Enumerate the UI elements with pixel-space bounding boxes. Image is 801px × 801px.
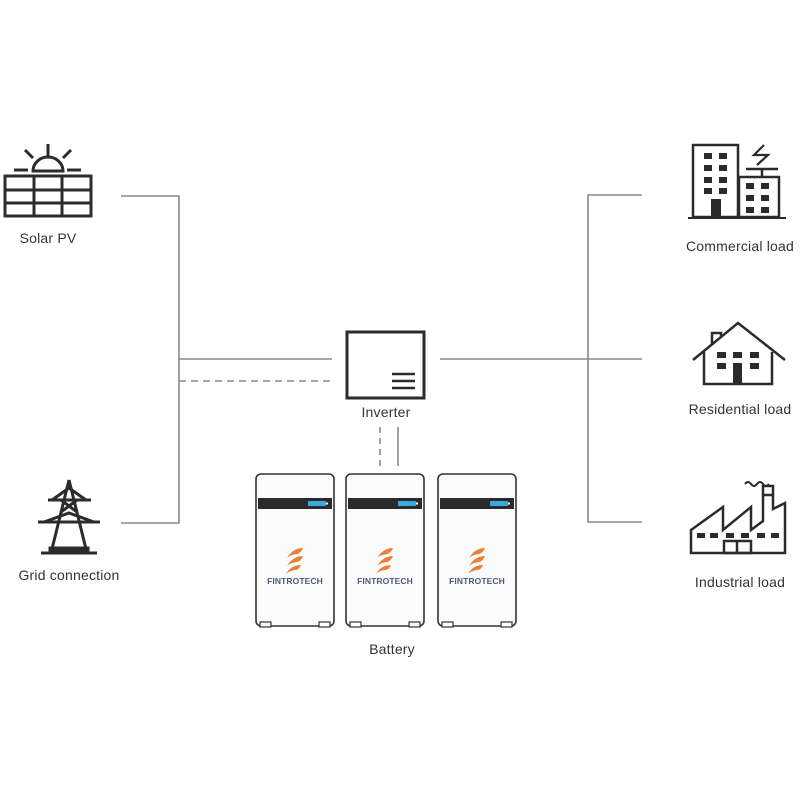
brand-logo-stroke-top	[469, 548, 485, 558]
inverter-label: Inverter	[361, 404, 411, 420]
brand-logo-stroke-bottom	[468, 565, 483, 574]
brand-logo-stroke-top	[287, 548, 303, 558]
residential-load-label: Residential load	[688, 401, 792, 417]
battery-level-indicator-icon	[308, 501, 326, 506]
commercial-building-icon	[688, 143, 786, 219]
battery-foot-right	[408, 621, 421, 628]
solar-pv-label: Solar PV	[19, 230, 77, 246]
battery-level-indicator-icon	[490, 501, 508, 506]
brand-logo-stroke-mid	[287, 556, 303, 566]
battery-unit	[255, 473, 335, 628]
battery-foot-right	[318, 621, 331, 628]
battery-label: Battery	[369, 641, 415, 657]
brand-logo-stroke-top	[377, 548, 393, 558]
brand-logo-stroke-mid	[377, 556, 393, 566]
battery-unit	[437, 473, 517, 628]
brand-logo-stroke-mid	[469, 556, 485, 566]
industrial-factory-icon	[689, 481, 787, 555]
battery-level-indicator-icon	[398, 501, 416, 506]
commercial-load-label: Commercial load	[685, 238, 795, 254]
battery-terminal	[326, 502, 328, 505]
inverter-icon	[345, 330, 426, 400]
battery-display-bar	[348, 498, 422, 509]
transmission-tower-icon	[38, 479, 100, 555]
battery-terminal	[416, 502, 418, 505]
brand-logo-stroke-bottom	[376, 565, 391, 574]
right-bus	[440, 194, 642, 523]
battery-display-bar	[258, 498, 332, 509]
grid-connection-label: Grid connection	[18, 567, 120, 583]
industrial-load-label: Industrial load	[694, 574, 786, 590]
battery-brand-label: FINTROTECH	[267, 576, 323, 586]
battery-terminal	[508, 502, 510, 505]
solar-panel-icon	[3, 144, 93, 218]
battery-unit	[345, 473, 425, 628]
solar-connector-line	[121, 195, 180, 524]
battery-foot-right	[500, 621, 513, 628]
battery-display-bar	[440, 498, 514, 509]
battery-bank	[255, 473, 517, 628]
battery-foot-left	[441, 621, 454, 628]
left-bus	[121, 195, 332, 524]
battery-brand-label: FINTROTECH	[357, 576, 413, 586]
battery-foot-left	[259, 621, 272, 628]
brand-logo-stroke-bottom	[286, 565, 301, 574]
residential-house-icon	[692, 321, 786, 386]
battery-foot-left	[349, 621, 362, 628]
battery-brand-label: FINTROTECH	[449, 576, 505, 586]
